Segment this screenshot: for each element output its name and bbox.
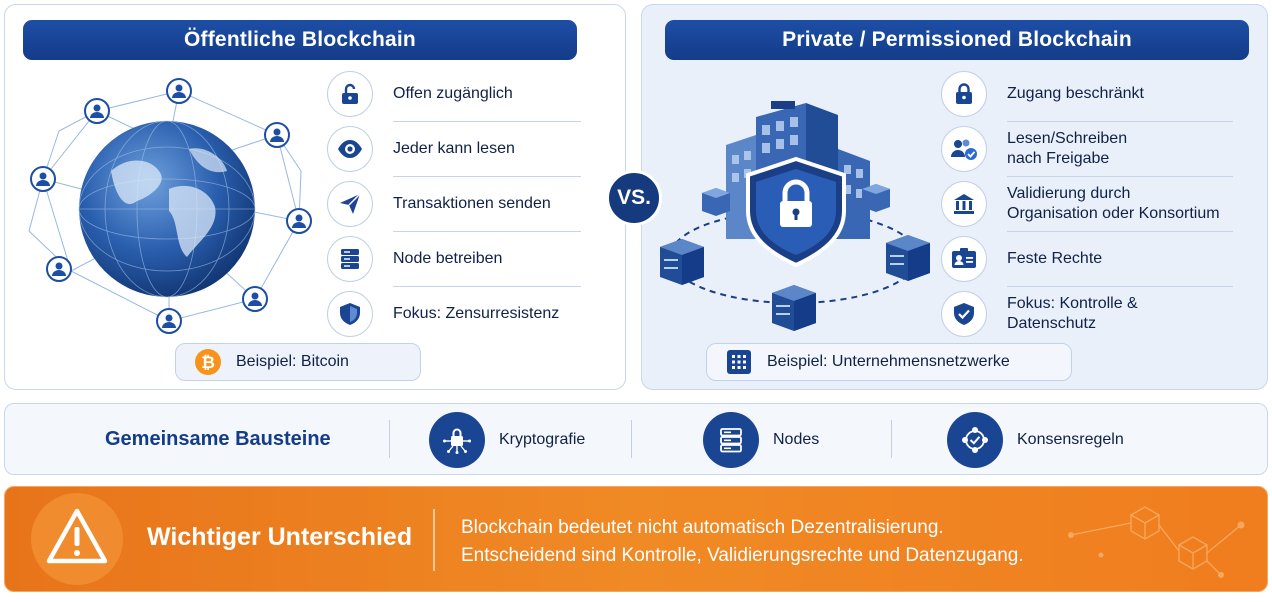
feature-label-line-1: Fokus: Kontrolle & — [1007, 295, 1138, 312]
feature-censorship-resistance: Fokus: Zensurresistenz — [327, 287, 581, 341]
divider — [631, 420, 632, 458]
feature-label-line-2: Organisation oder Konsortium — [1007, 205, 1220, 222]
unlock-icon — [327, 71, 373, 117]
feature-label: Transaktionen senden — [393, 195, 551, 212]
feature-label: Feste Rechte — [1007, 250, 1103, 267]
shared-title: Gemeinsame Bausteine — [105, 428, 331, 450]
divider — [393, 176, 581, 177]
example-label: Beispiel: Unternehmensnetzwerke — [767, 353, 1010, 370]
server-stack-icon — [703, 412, 759, 468]
divider — [1007, 231, 1233, 232]
public-blockchain-title: Öffentliche Blockchain — [23, 20, 577, 60]
divider — [389, 420, 390, 458]
building-block-label: Nodes — [773, 431, 820, 448]
warning-text-line-1: Blockchain bedeutet nicht automatisch De… — [461, 517, 944, 538]
bitcoin-icon: ₿ — [194, 348, 222, 376]
building-block-consensus: Konsensregeln — [947, 412, 1124, 468]
divider — [1007, 121, 1233, 122]
private-blockchain-title: Private / Permissioned Blockchain — [665, 20, 1249, 60]
crypto-lock-icon — [429, 412, 485, 468]
divider — [433, 509, 435, 571]
feature-restricted-access: Zugang beschränkt — [941, 67, 1233, 121]
vs-badge: VS. — [606, 170, 662, 226]
divider — [1007, 286, 1233, 287]
users-check-icon — [941, 126, 987, 172]
shared-building-blocks: Gemeinsame Bausteine Kryptografie Nodes … — [4, 403, 1268, 475]
bank-icon — [941, 181, 987, 227]
warning-icon — [31, 493, 123, 585]
feature-label-line-1: Validierung durch — [1007, 185, 1131, 202]
feature-label-line-1: Lesen/Schreiben — [1007, 130, 1128, 147]
warning-text-line-2: Entscheidend sind Kontrolle, Validierung… — [461, 545, 1024, 566]
feature-label: Zugang beschränkt — [1007, 85, 1144, 102]
private-blockchain-panel: Private / Permissioned Blockchain — [641, 4, 1268, 390]
building-icon — [725, 348, 753, 376]
svg-text:₿: ₿ — [201, 353, 215, 373]
eye-icon — [327, 126, 373, 172]
public-blockchain-panel: Öffentliche Blockchain — [4, 4, 626, 390]
feature-label-line-2: Datenschutz — [1007, 315, 1096, 332]
feature-label: Node betreiben — [393, 250, 503, 267]
feature-open-access: Offen zugänglich — [327, 67, 581, 121]
server-icon — [327, 236, 373, 282]
feature-label: Offen zugänglich — [393, 85, 513, 102]
building-block-cryptography: Kryptografie — [429, 412, 585, 468]
divider — [393, 121, 581, 122]
building-block-nodes: Nodes — [703, 412, 819, 468]
building-block-label: Konsensregeln — [1017, 431, 1124, 448]
feature-label: Jeder kann lesen — [393, 140, 515, 157]
important-difference-banner: Wichtiger Unterschied Blockchain bedeute… — [4, 486, 1268, 592]
example-label: Beispiel: Bitcoin — [236, 353, 349, 370]
divider — [1007, 176, 1233, 177]
divider — [393, 231, 581, 232]
building-block-label: Kryptografie — [499, 431, 586, 448]
enterprise-network-illustration — [660, 101, 930, 331]
id-card-icon — [941, 236, 987, 282]
divider — [393, 286, 581, 287]
send-icon — [327, 181, 373, 227]
globe-network-illustration — [28, 78, 312, 334]
shield-icon — [327, 291, 373, 337]
feature-control-privacy: Fokus: Kontrolle & Datenschutz — [941, 287, 1233, 341]
feature-read-write-approval: Lesen/Schreiben nach Freigabe — [941, 122, 1233, 176]
blockchain-cubes-decoration — [1068, 506, 1245, 578]
feature-send-transactions: Transaktionen senden — [327, 177, 581, 231]
example-bitcoin: ₿ Beispiel: Bitcoin — [175, 343, 421, 381]
example-enterprise-networks: Beispiel: Unternehmensnetzwerke — [706, 343, 1072, 381]
feature-read-access: Jeder kann lesen — [327, 122, 581, 176]
shield-check-icon — [941, 291, 987, 337]
lock-icon — [941, 71, 987, 117]
consensus-icon — [947, 412, 1003, 468]
feature-fixed-rights: Feste Rechte — [941, 232, 1233, 286]
feature-label-line-2: nach Freigabe — [1007, 150, 1110, 167]
feature-run-node: Node betreiben — [327, 232, 581, 286]
feature-label: Fokus: Zensurresistenz — [393, 305, 560, 322]
warning-title: Wichtiger Unterschied — [147, 523, 413, 551]
divider — [891, 420, 892, 458]
